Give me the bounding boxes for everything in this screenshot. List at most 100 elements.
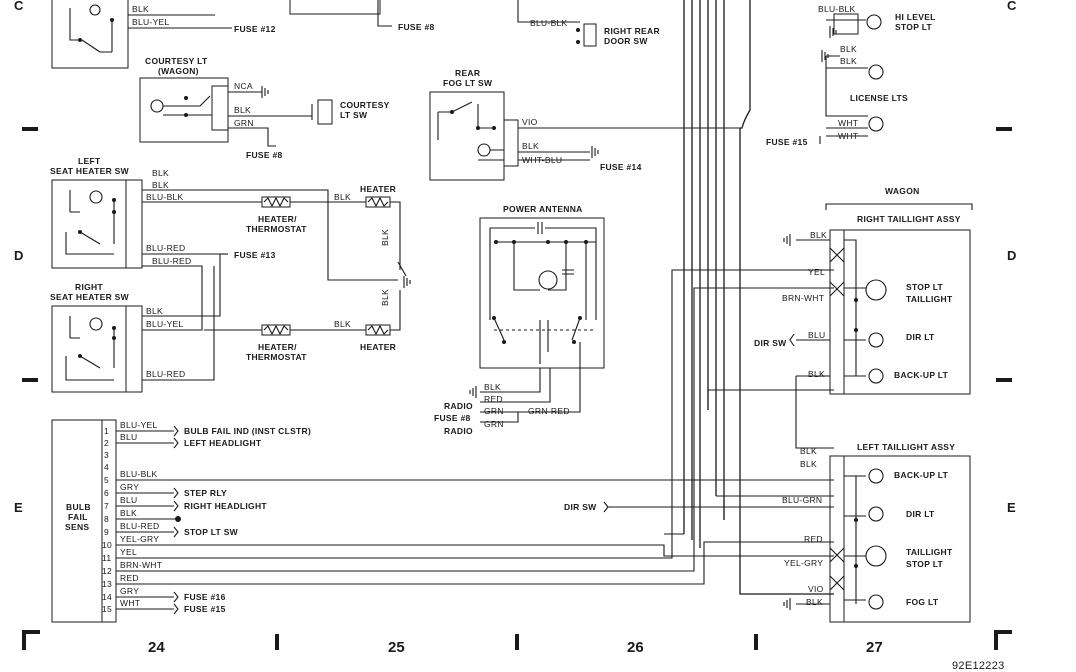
svg-text:FUSE #15: FUSE #15 bbox=[184, 604, 226, 614]
row-label-right-e: E bbox=[1007, 500, 1016, 515]
antenna-motor-icon bbox=[538, 270, 558, 290]
heater-top-group: BLK HEATER HEATER/ THERMOSTAT BLK BLK bbox=[200, 184, 411, 331]
frame-tick-left-1 bbox=[22, 127, 38, 131]
left-lamp-taillight: TAILLIGHT bbox=[906, 547, 953, 557]
right-taillight-wire-blu: BLU bbox=[808, 330, 825, 340]
courtesy-wire-nca: NCA bbox=[234, 81, 253, 91]
frame-corner-bottom-left bbox=[22, 630, 40, 650]
frame-tick-bottom-3 bbox=[754, 634, 758, 650]
right-taillight-wire-blk-2: BLK bbox=[808, 369, 825, 379]
license-fuse-label: FUSE #15 bbox=[766, 137, 808, 147]
bulb-fail-connector-symbols bbox=[173, 425, 179, 615]
courtesy-lt-connector bbox=[211, 85, 229, 131]
dir-sw-middle-label: DIR SW bbox=[564, 502, 597, 512]
power-antenna-wires bbox=[480, 342, 581, 423]
svg-text:3: 3 bbox=[104, 450, 109, 460]
license-lamp-icon-2 bbox=[868, 116, 884, 132]
left-seat-wire-blu-red-2: BLU-RED bbox=[152, 256, 191, 266]
antenna-label-radio-2: RADIO bbox=[444, 426, 473, 436]
frame-tick-left-2 bbox=[22, 378, 38, 382]
right-rear-door-label: RIGHT REAR bbox=[604, 26, 660, 36]
rear-fog-wire-blk: BLK bbox=[522, 141, 539, 151]
heater-vert-wire-blk-1: BLK bbox=[380, 229, 390, 246]
right-lamp-dir-lt: DIR LT bbox=[906, 332, 935, 342]
svg-text:STEP RLY: STEP RLY bbox=[184, 488, 227, 498]
bulb-fail-title: BULB bbox=[66, 502, 91, 512]
left-taillight-wire-blk-3: BLK bbox=[806, 597, 823, 607]
left-taillight-wire-blu-grn: BLU-GRN bbox=[782, 495, 822, 505]
heater-bottom-icon bbox=[365, 324, 391, 336]
left-taillight-wire-blk-2: BLK bbox=[800, 459, 817, 469]
drawing-number: 92E12223 bbox=[952, 660, 1005, 672]
svg-text:1: 1 bbox=[104, 426, 109, 436]
top-left-lamp-icon bbox=[89, 4, 101, 16]
courtesy-fuse-label: FUSE #8 bbox=[246, 150, 283, 160]
power-antenna-group: POWER ANTENNA BLK RED GRN GRN GRN-RED RA… bbox=[434, 204, 605, 436]
right-seat-heater-group: RIGHT SEAT HEATER SW BLK BLU-YEL BLU-RED bbox=[50, 254, 221, 393]
svg-text:YEL: YEL bbox=[120, 547, 137, 557]
heater-wires bbox=[200, 201, 401, 331]
left-fog-lamp-icon bbox=[868, 594, 884, 610]
rear-fog-fuse-label: FUSE #14 bbox=[600, 162, 642, 172]
row-label-right-d: D bbox=[1007, 248, 1016, 263]
rear-fog-wires bbox=[518, 127, 740, 161]
left-lamp-backup-lt: BACK-UP LT bbox=[894, 470, 949, 480]
left-seat-connector bbox=[125, 179, 143, 269]
top-center-box bbox=[289, 0, 381, 15]
hi-level-lamp-icon bbox=[866, 14, 882, 30]
antenna-wire-grn-2: GRN bbox=[484, 419, 504, 429]
right-seat-switch-box bbox=[51, 305, 127, 393]
right-seat-switch-contacts bbox=[65, 316, 115, 381]
top-left-switch-box bbox=[51, 0, 129, 69]
rear-fog-connector bbox=[503, 119, 519, 167]
courtesy-wire-blk: BLK bbox=[234, 105, 251, 115]
svg-text:BLU: BLU bbox=[120, 495, 137, 505]
svg-text:BULB FAIL IND (INST CLSTR): BULB FAIL IND (INST CLSTR) bbox=[184, 426, 311, 436]
left-taillight-wire-blk-1: BLK bbox=[800, 446, 817, 456]
antenna-label-fuse-8: FUSE #8 bbox=[434, 413, 471, 423]
column-label-25: 25 bbox=[388, 639, 405, 656]
svg-text:6: 6 bbox=[104, 488, 109, 498]
heater-thermo-bottom-label-2: THERMOSTAT bbox=[246, 352, 307, 362]
rear-fog-title: REAR bbox=[455, 68, 480, 78]
frame-tick-right-2 bbox=[996, 378, 1012, 382]
left-seat-fuse-label: FUSE #13 bbox=[234, 250, 276, 260]
svg-text:RIGHT HEADLIGHT: RIGHT HEADLIGHT bbox=[184, 501, 267, 511]
license-lamp-icon-1 bbox=[868, 64, 884, 80]
frame-tick-bottom-1 bbox=[275, 634, 279, 650]
right-taillight-wire-blk: BLK bbox=[810, 230, 827, 240]
right-rear-door-group: BLU-BLK RIGHT REAR DOOR SW bbox=[517, 0, 660, 47]
power-antenna-switches bbox=[493, 317, 581, 364]
top-center-wire bbox=[377, 0, 392, 27]
license-wire-blk-1: BLK bbox=[840, 44, 857, 54]
svg-text:10: 10 bbox=[102, 540, 112, 550]
antenna-wire-red: RED bbox=[484, 394, 503, 404]
antenna-wire-blk: BLK bbox=[484, 382, 501, 392]
bulb-fail-pin-8: 8 BLK bbox=[104, 508, 181, 524]
license-wire-blk-2: BLK bbox=[840, 56, 857, 66]
right-taillight-wire-brn-wht: BRN-WHT bbox=[782, 293, 824, 303]
left-lamp-fog-lt: FOG LT bbox=[906, 597, 939, 607]
right-lamp-stop-lt: STOP LT bbox=[906, 282, 944, 292]
grid-frame: C D E C D E 24 25 26 27 92E12223 bbox=[14, 0, 1017, 672]
svg-text:WHT: WHT bbox=[120, 598, 140, 608]
left-taillight-title: LEFT TAILLIGHT ASSY bbox=[857, 442, 955, 452]
row-label-right-c: C bbox=[1007, 0, 1017, 13]
hi-level-wire-label: BLU-BLK bbox=[818, 4, 856, 14]
heater-thermo-bottom-label: HEATER/ bbox=[258, 342, 297, 352]
left-lamp-stop-lt: STOP LT bbox=[906, 559, 944, 569]
svg-text:BRN-WHT: BRN-WHT bbox=[120, 560, 162, 570]
power-antenna-title: POWER ANTENNA bbox=[503, 204, 583, 214]
bulb-fail-pin-6: 6 GRY STEP RLY bbox=[104, 482, 227, 498]
right-seat-wire-blu-yel: BLU-YEL bbox=[146, 319, 184, 329]
svg-text:8: 8 bbox=[104, 514, 109, 524]
svg-text:FUSE #16: FUSE #16 bbox=[184, 592, 226, 602]
bulb-fail-pin-5: 5 BLU-BLK bbox=[104, 469, 834, 485]
hi-level-group: BLU-BLK HI LEVEL STOP LT bbox=[818, 4, 935, 38]
bulb-fail-pin-3: 3 bbox=[104, 450, 109, 460]
top-left-fuse-label: FUSE #12 bbox=[234, 24, 276, 34]
bulb-fail-pin-1: 1 BLU-YEL BULB FAIL IND (INST CLSTR) bbox=[104, 420, 311, 436]
rear-fog-box bbox=[429, 91, 505, 181]
top-left-switch: BLK BLU-YEL FUSE #12 bbox=[51, 0, 276, 69]
left-taillight-wire-yel-gry: YEL-GRY bbox=[784, 558, 823, 568]
